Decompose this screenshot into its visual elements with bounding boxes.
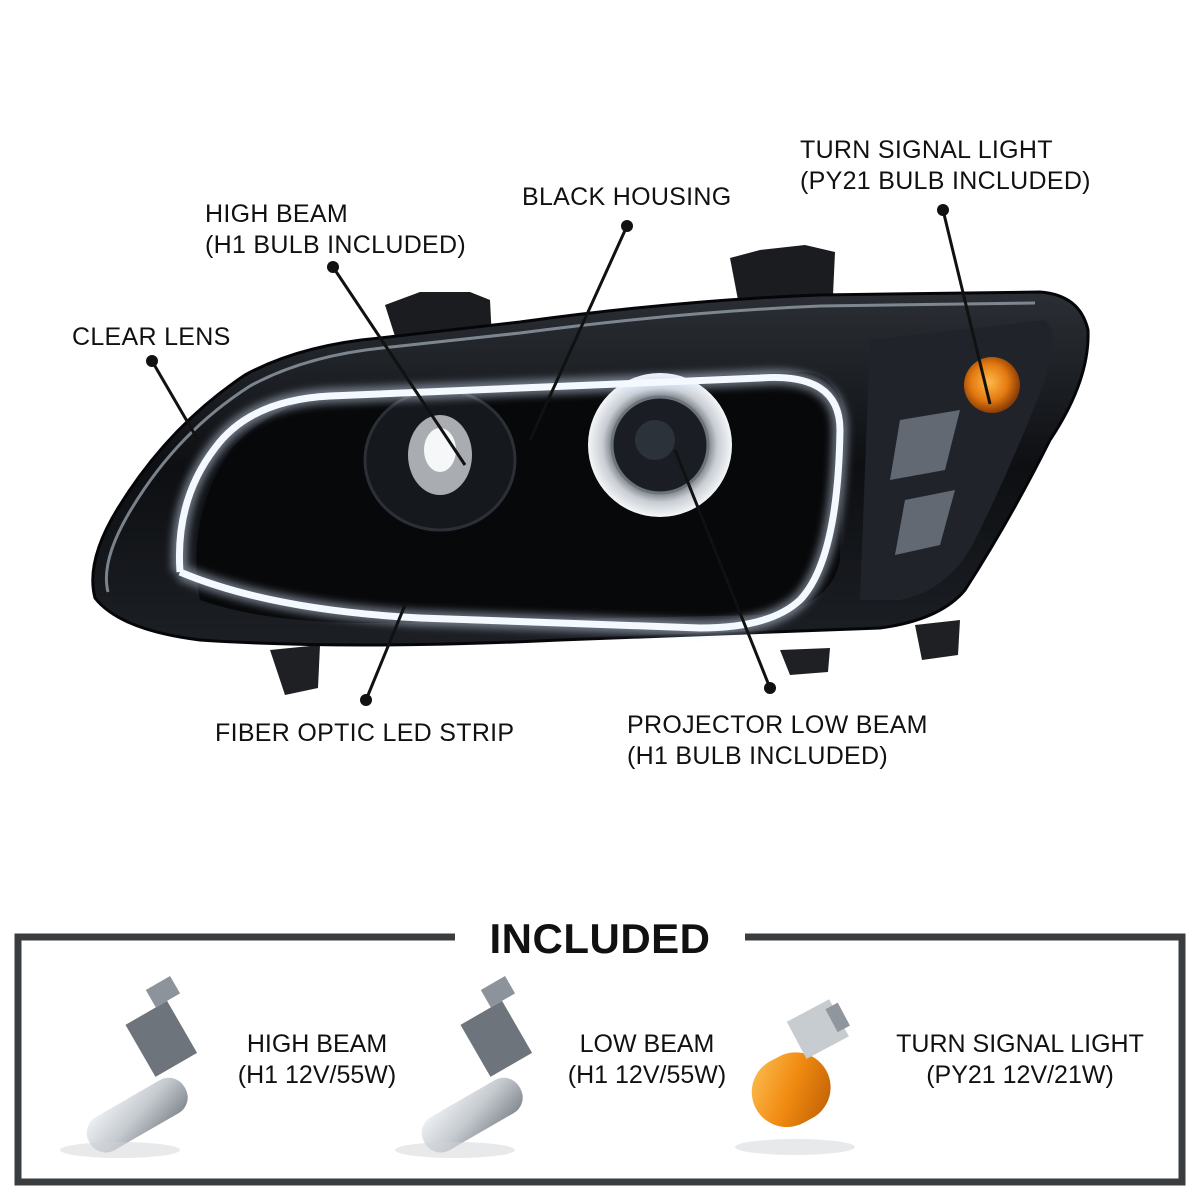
projector-lens-center [635,420,675,460]
clear-lens-callout: CLEAR LENS [72,322,231,353]
projector-leader [673,449,772,689]
clear-lens-callout-line1: CLEAR LENS [72,323,231,351]
clear-lens-leader-dot [146,355,158,367]
included-frame [14,933,1186,1186]
high-beam-callout-line2: (H1 BULB INCLUDED) [205,231,467,259]
turn-signal-callout-line2: (PY21 BULB INCLUDED) [800,167,1091,195]
bottom-tab-right [915,620,960,660]
turn-signal-leader [941,209,992,405]
amber-bulb-visual [964,357,1020,413]
fiber-optic-leader [364,604,407,701]
projector-low-beam-callout: PROJECTOR LOW BEAM (H1 BULB INCLUDED) [627,710,928,772]
mounting-tab-right [730,245,835,300]
clear-lens-edge [104,301,1036,593]
h1-bulb-high-icon [60,976,198,1158]
py21-bulb-icon [735,999,855,1155]
high-beam-leader [331,266,467,466]
callout-leaders [146,204,992,706]
turn-signal-callout: TURN SIGNAL LIGHT (PY21 BULB INCLUDED) [800,135,1091,197]
projector-callout-line1: PROJECTOR LOW BEAM [627,711,928,739]
included-item-turn-signal-line1: TURN SIGNAL LIGHT [896,1030,1144,1058]
included-item-turn-signal-line2: (PY21 12V/21W) [926,1061,1114,1089]
included-item-high-beam-line2: (H1 12V/55W) [237,1061,397,1089]
bottom-tab-left [270,645,320,695]
h1-bulb-low-icon [395,976,533,1158]
included-item-low-beam-line2: (H1 12V/55W) [567,1061,727,1089]
fiber-optic-leader-dot [360,694,372,706]
high-beam-leader-dot [327,261,339,273]
high-beam-callout: HIGH BEAM (H1 BULB INCLUDED) [205,199,466,261]
fiber-optic-callout: FIBER OPTIC LED STRIP [215,718,514,749]
turn-signal-leader-dot [937,204,949,216]
included-item-low-beam: LOW BEAM (H1 12V/55W) [552,1029,742,1091]
black-housing-callout-line1: BLACK HOUSING [522,183,732,211]
turn-signal-callout-line1: TURN SIGNAL LIGHT [800,136,1053,164]
led-strip [175,373,844,632]
high-beam-callout-line1: HIGH BEAM [205,200,348,228]
reflector-facets [890,410,960,555]
bottom-tab-mid [780,648,830,675]
projector-callout-line2: (H1 BULB INCLUDED) [627,742,889,770]
black-housing-leader-dot [621,220,633,232]
included-title: INCLUDED [489,915,711,962]
black-housing-leader [528,225,629,441]
included-item-high-beam-line1: HIGH BEAM [246,1030,388,1058]
headlight-assembly [91,245,1090,695]
included-item-low-beam-line1: LOW BEAM [579,1030,715,1058]
high-beam-bulb-glare [424,428,456,472]
included-item-turn-signal: TURN SIGNAL LIGHT (PY21 12V/21W) [885,1029,1155,1091]
black-housing-callout: BLACK HOUSING [522,182,732,213]
projector-leader-dot [764,682,776,694]
clear-lens-leader [150,360,200,441]
included-item-high-beam: HIGH BEAM (H1 12V/55W) [222,1029,412,1091]
inner-recess [196,372,845,624]
fiber-optic-callout-line1: FIBER OPTIC LED STRIP [215,719,515,747]
